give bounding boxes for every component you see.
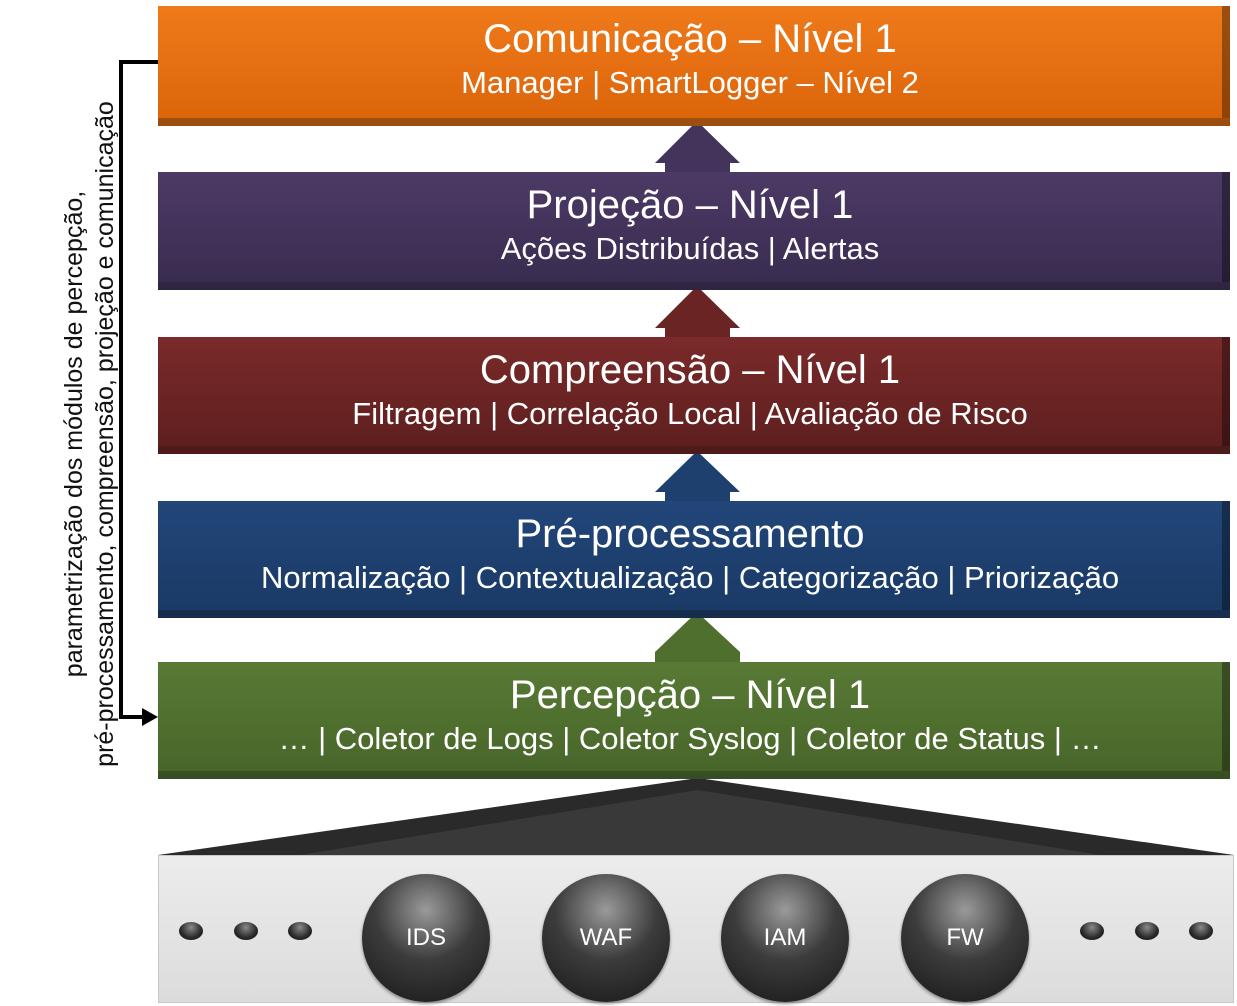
layer-perception-subtitle: … | Coletor de Logs | Coletor Syslog | C… bbox=[278, 721, 1102, 756]
source-node-iam: IAM bbox=[721, 874, 849, 1002]
layer-perception: Percepção – Nível 1 … | Coletor de Logs … bbox=[158, 662, 1230, 779]
arrow-projection-to-communication bbox=[655, 121, 740, 172]
layer-preprocessing: Pré-processamento Normalização | Context… bbox=[158, 501, 1230, 618]
sources-funnel bbox=[158, 778, 1234, 855]
layer-comprehension: Compreensão – Nível 1 Filtragem | Correl… bbox=[158, 337, 1230, 454]
layer-perception-title: Percepção – Nível 1 bbox=[509, 673, 871, 717]
feedback-label-line1: parametrização dos módulos de percepção, bbox=[60, 190, 88, 678]
feedback-label-line2: pré-processamento, compreensão, projeção… bbox=[91, 101, 119, 767]
layer-projection: Projeção – Nível 1 Ações Distribuídas | … bbox=[158, 172, 1230, 290]
sources-panel bbox=[158, 855, 1234, 1003]
layer-projection-title: Projeção – Nível 1 bbox=[526, 183, 854, 227]
ellipsis-dot bbox=[179, 922, 203, 940]
feedback-label: parametrização dos módulos de percepção,… bbox=[59, 101, 121, 767]
layer-comprehension-title: Compreensão – Nível 1 bbox=[479, 348, 901, 392]
layer-communication: Comunicação – Nível 1 Manager | SmartLog… bbox=[158, 6, 1230, 126]
arrow-comprehension-to-projection bbox=[655, 286, 740, 337]
source-node-waf: WAF bbox=[542, 874, 670, 1002]
layer-projection-subtitle: Ações Distribuídas | Alertas bbox=[500, 231, 880, 266]
layer-preprocessing-title: Pré-processamento bbox=[515, 512, 865, 556]
ellipsis-dot bbox=[288, 922, 312, 940]
ellipsis-dot bbox=[1080, 922, 1104, 940]
layer-communication-title: Comunicação – Nível 1 bbox=[483, 17, 897, 61]
layer-preprocessing-subtitle: Normalização | Contextualização | Catego… bbox=[260, 560, 1120, 595]
ellipsis-dot bbox=[1135, 922, 1159, 940]
ellipsis-dot bbox=[234, 922, 258, 940]
source-node-ids: IDS bbox=[362, 874, 490, 1002]
layer-communication-subtitle: Manager | SmartLogger – Nível 2 bbox=[461, 65, 919, 100]
source-node-fw: FW bbox=[901, 874, 1029, 1002]
feedback-arrowhead bbox=[142, 708, 158, 726]
arrow-perception-to-preprocessing bbox=[655, 612, 740, 662]
arrow-preprocessing-to-comprehension bbox=[655, 451, 740, 501]
feedback-line bbox=[119, 60, 158, 719]
ellipsis-dot bbox=[1189, 922, 1213, 940]
layer-comprehension-subtitle: Filtragem | Correlação Local | Avaliação… bbox=[352, 396, 1028, 431]
